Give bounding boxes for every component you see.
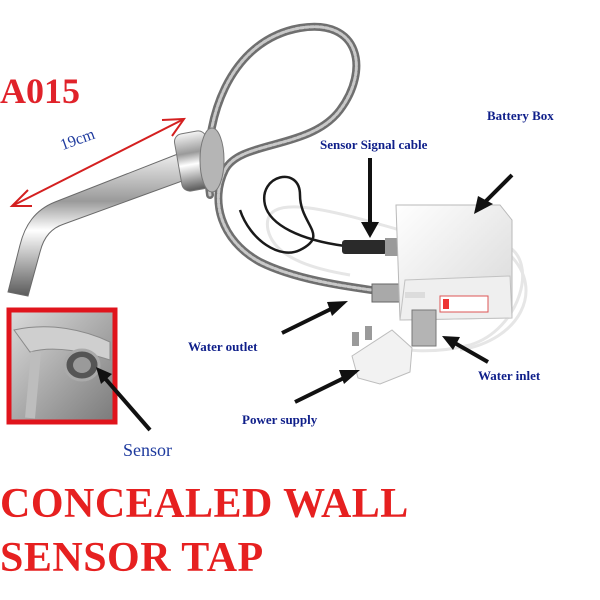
model-code: A015 xyxy=(0,71,80,111)
product-title-line-2: SENSOR TAP xyxy=(0,535,264,581)
inlet-fitting xyxy=(411,309,437,347)
power-plug xyxy=(351,326,413,385)
dimension-arrow xyxy=(9,117,186,207)
sensor-signal-cable-label: Sensor Signal cable xyxy=(320,137,428,152)
black-signal-cable xyxy=(238,175,346,254)
product-title-line-1: CONCEALED WALL xyxy=(0,481,409,527)
outlet-fitting xyxy=(371,283,403,303)
chrome-spout xyxy=(7,127,225,297)
sensor-label: Sensor xyxy=(123,440,172,460)
battery-box xyxy=(395,204,513,321)
battery-box-label: Battery Box xyxy=(487,108,554,123)
flexible-hose xyxy=(204,22,389,296)
water-outlet-label: Water outlet xyxy=(188,339,258,354)
sensor-inset xyxy=(6,307,118,425)
pointer-arrows xyxy=(96,158,514,432)
cable-connector xyxy=(342,240,387,254)
power-supply-label: Power supply xyxy=(242,412,318,427)
water-inlet-label: Water inlet xyxy=(478,368,541,383)
